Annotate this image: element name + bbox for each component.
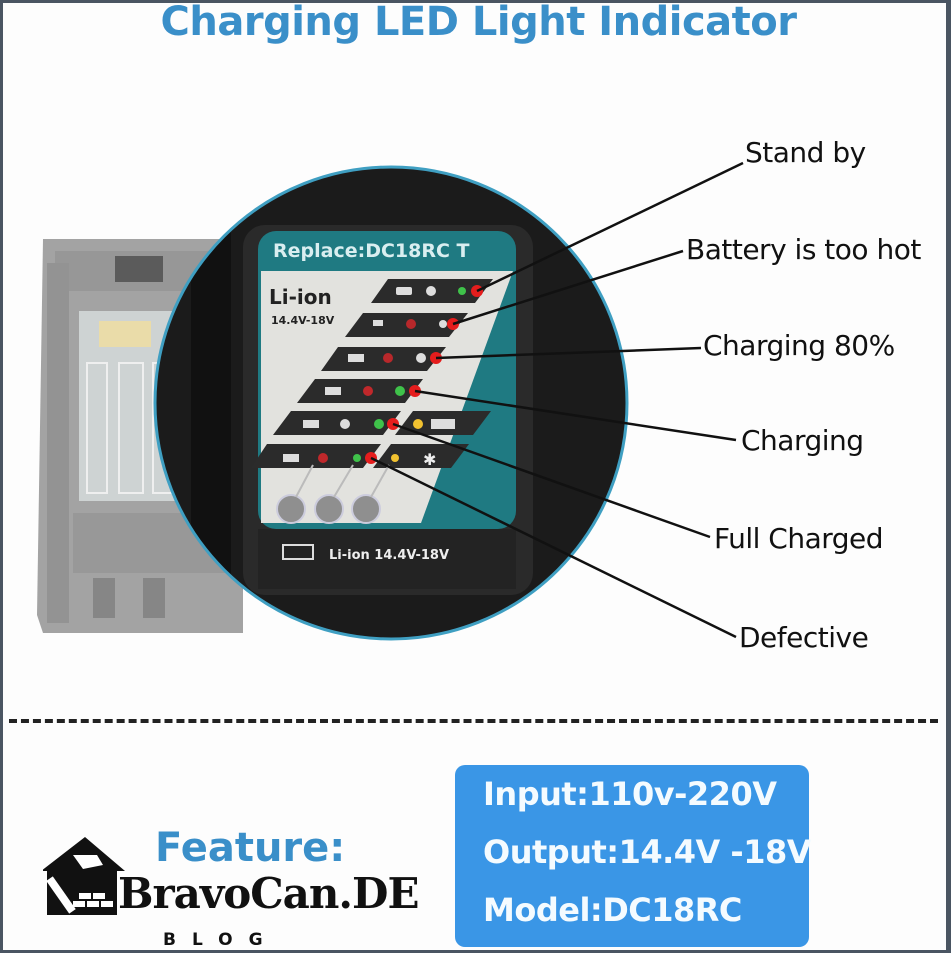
logo-name: BravoCan.DE — [118, 869, 419, 918]
callout-charging: Charging — [741, 424, 864, 457]
house-hammer-logo-icon — [43, 837, 125, 915]
spec-box: Input:110v-220V Output:14.4V -18V Model:… — [455, 765, 812, 947]
svg-text:✱: ✱ — [423, 450, 436, 469]
callout-full-charged: Full Charged — [714, 522, 884, 555]
magnifier-ring — [153, 165, 629, 641]
callout-charging-80: Charging 80% — [703, 329, 895, 362]
charger-illustration: ✱ Replace:DC18RC T Li-ion 14.4V-18V Li-i… — [37, 161, 744, 641]
panel-footer: Li-ion 14.4V-18V — [329, 548, 449, 563]
diagram-canvas: Charging LED Light Indicator — [3, 3, 946, 950]
panel-header: Replace:DC18RC T — [273, 240, 470, 262]
diagram-title: Charging LED Light Indicator — [160, 3, 797, 45]
dashed-divider — [9, 719, 938, 723]
panel-voltage: 14.4V-18V — [271, 314, 335, 327]
callout-defective: Defective — [739, 621, 869, 654]
logo-subtitle: BLOG — [163, 930, 279, 950]
panel-chemistry: Li-ion — [269, 285, 332, 309]
spec-output: Output:14.4V -18V — [483, 833, 812, 871]
callout-leaders — [370, 161, 744, 639]
spec-input: Input:110v-220V — [483, 775, 777, 813]
magnified-panel: ✱ Replace:DC18RC T Li-ion 14.4V-18V Li-i… — [155, 167, 627, 639]
callout-stand-by: Stand by — [745, 136, 866, 169]
callout-battery-too-hot: Battery is too hot — [686, 233, 921, 266]
feature-heading: Feature: — [155, 825, 346, 871]
spec-model: Model:DC18RC — [483, 891, 742, 929]
